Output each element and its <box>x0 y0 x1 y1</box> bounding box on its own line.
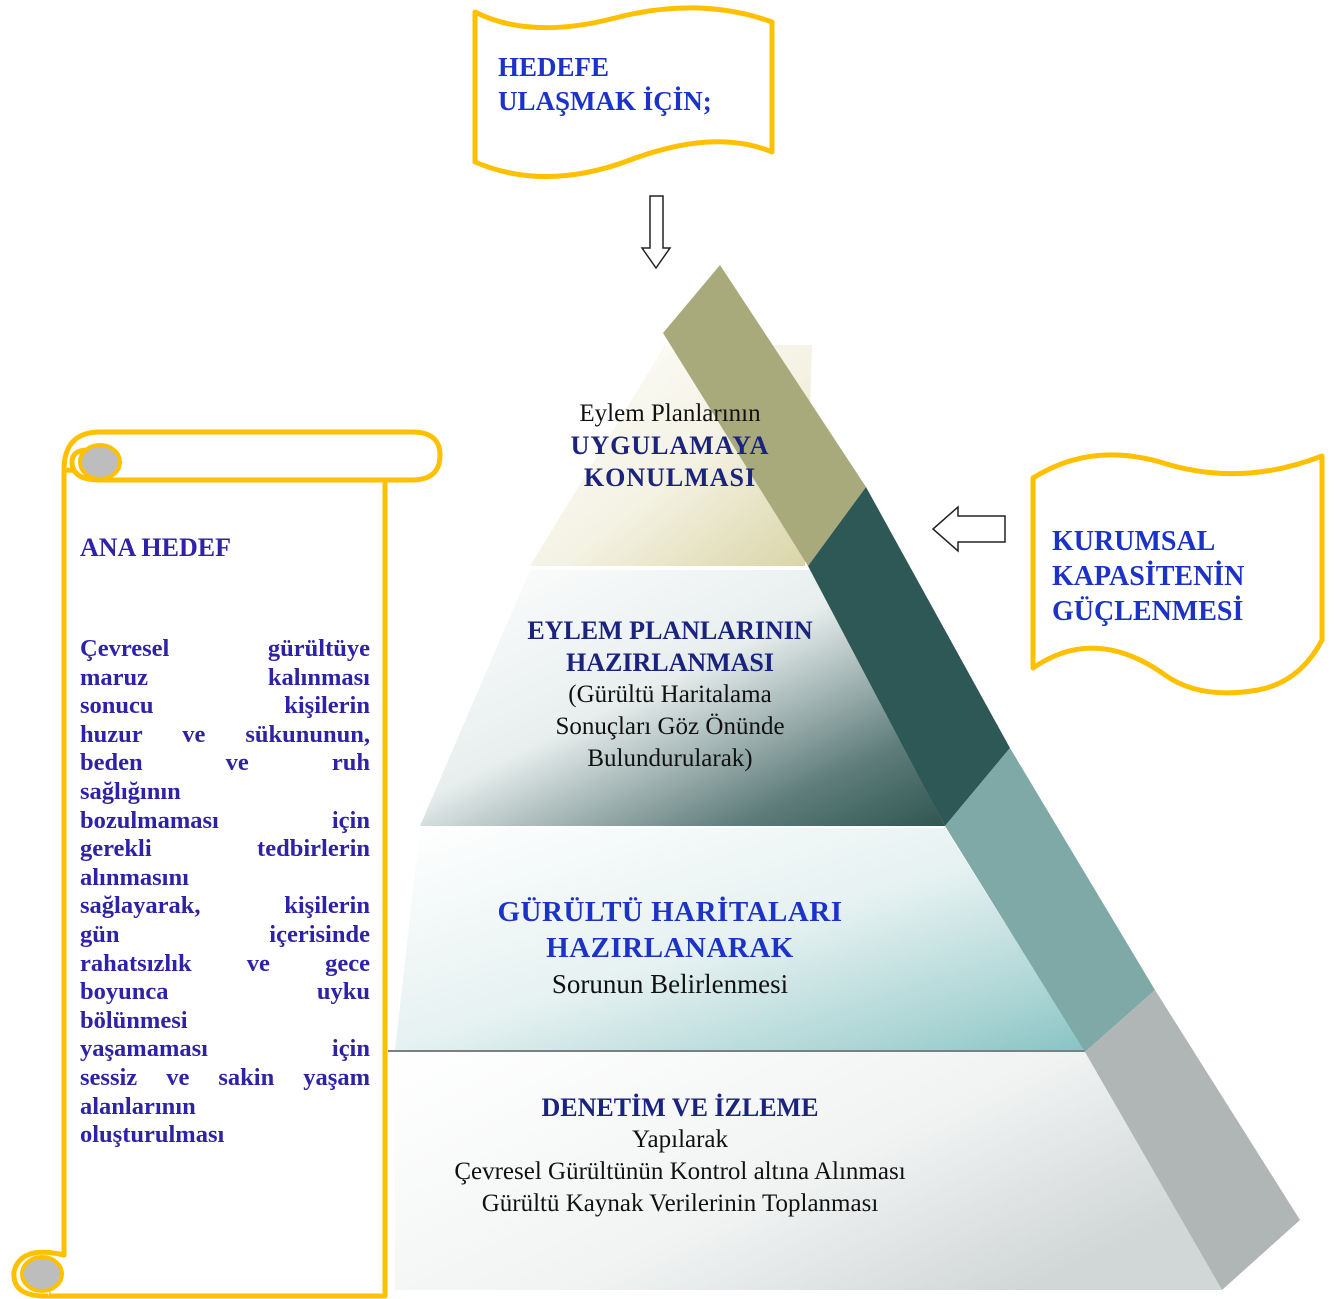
level-4-bold-1: DENETİM VE İZLEME <box>541 1093 819 1122</box>
scroll-line: gün içerisinde <box>80 920 370 948</box>
scroll-line: sessiz ve sakin yaşam <box>80 1063 370 1091</box>
level-2-bold-1: EYLEM PLANLARININ <box>527 616 813 645</box>
level-2-bold-2: HAZIRLANMASI <box>565 648 775 677</box>
pyramid-level-1-text: Eylem Planlarının UYGULAMAYA KONULMASI <box>480 398 860 494</box>
level-3-sub-1: Sorunun Belirlenmesi <box>551 969 789 999</box>
scroll-line: Çevresel gürültüye <box>80 635 370 662</box>
scroll-title: ANA HEDEF <box>80 533 231 562</box>
capacity-banner-text: KURUMSAL KAPASİTENİN GÜÇLENMESİ <box>1052 524 1312 629</box>
scroll-line: boyunca uyku <box>80 978 370 1006</box>
capacity-band-segment-1 <box>663 265 866 566</box>
scroll-top-curl <box>61 429 443 483</box>
pyramid-level-4-text: DENETİM VE İZLEME Yapılarak Çevresel Gür… <box>380 1092 980 1220</box>
pyramid-level-4-shape <box>395 1052 1222 1290</box>
goal-banner-shape <box>472 5 775 179</box>
goal-banner-line-2: ULAŞMAK İÇİN; <box>498 86 712 116</box>
scroll-line: oluşturulması <box>80 1121 225 1149</box>
scroll-line: beden ve ruh <box>80 749 370 777</box>
capacity-band-segment-3 <box>945 748 1155 1052</box>
level-1-pre: Eylem Planlarının <box>579 400 761 427</box>
level-1-bold-1: UYGULAMAYA <box>570 431 770 460</box>
pyramid-level-2-text: EYLEM PLANLARININ HAZIRLANMASI (Gürültü … <box>440 615 900 775</box>
goal-banner-line-1: HEDEFE <box>498 52 610 82</box>
level-2-sub-1: (Gürültü Haritalama <box>568 681 772 708</box>
scroll-bottom-roll <box>20 1255 64 1293</box>
scroll-line: yaşamaması için <box>80 1035 370 1063</box>
pyramid-level-3-shape <box>395 828 1085 1050</box>
scroll-body-text: Çevresel gürültüye maruz kalınması sonuc… <box>80 635 370 1150</box>
scroll-line: rahatsızlık ve gece <box>80 949 370 977</box>
pyramid-level-2-shape <box>420 570 945 826</box>
level-1-bold-2: KONULMASI <box>583 463 757 492</box>
scroll-line: alanlarının <box>80 1092 196 1120</box>
capacity-banner-line-1: KURUMSAL <box>1052 526 1216 557</box>
scroll-line: maruz kalınması <box>80 663 370 691</box>
level-4-sub-3: Gürültü Kaynak Verilerinin Toplanması <box>481 1190 879 1217</box>
capacity-banner-line-2: KAPASİTENİN <box>1052 561 1245 592</box>
level-3-bold-1: GÜRÜLTÜ HARİTALARI <box>497 896 843 928</box>
scroll-line: gerekli tedbirlerin <box>80 835 370 863</box>
scroll-line: sağlayarak, kişilerin <box>80 892 370 920</box>
down-arrow-icon <box>640 195 672 270</box>
level-4-sub-2: Çevresel Gürültünün Kontrol altına Alınm… <box>454 1158 906 1185</box>
capacity-banner-shape <box>1030 452 1325 696</box>
capacity-band-segment-2 <box>808 487 1010 826</box>
level-2-sub-3: Bulundurularak) <box>587 745 753 772</box>
pyramid-level-3-text: GÜRÜLTÜ HARİTALARI HAZIRLANARAK Sorunun … <box>410 894 930 1002</box>
scroll-line: sonucu kişilerin <box>80 692 370 720</box>
level-4-sub-1: Yapılarak <box>631 1126 729 1153</box>
scroll-line: sağlığının <box>80 777 181 805</box>
scroll-line: bölünmesi <box>80 1006 188 1034</box>
capacity-band-segment-4 <box>1085 990 1300 1290</box>
scroll-top-roll <box>78 443 122 481</box>
level-2-sub-2: Sonuçları Göz Önünde <box>555 713 785 740</box>
scroll-line: alınmasını <box>80 863 189 891</box>
level-3-bold-2: HAZIRLANARAK <box>546 932 794 964</box>
capacity-banner-line-3: GÜÇLENMESİ <box>1052 596 1244 627</box>
scroll-line: huzur ve sükununun, <box>80 720 370 748</box>
goal-banner-text: HEDEFE ULAŞMAK İÇİN; <box>498 50 758 118</box>
scroll-line: bozulmaması için <box>80 806 370 834</box>
left-arrow-icon <box>931 505 1006 553</box>
